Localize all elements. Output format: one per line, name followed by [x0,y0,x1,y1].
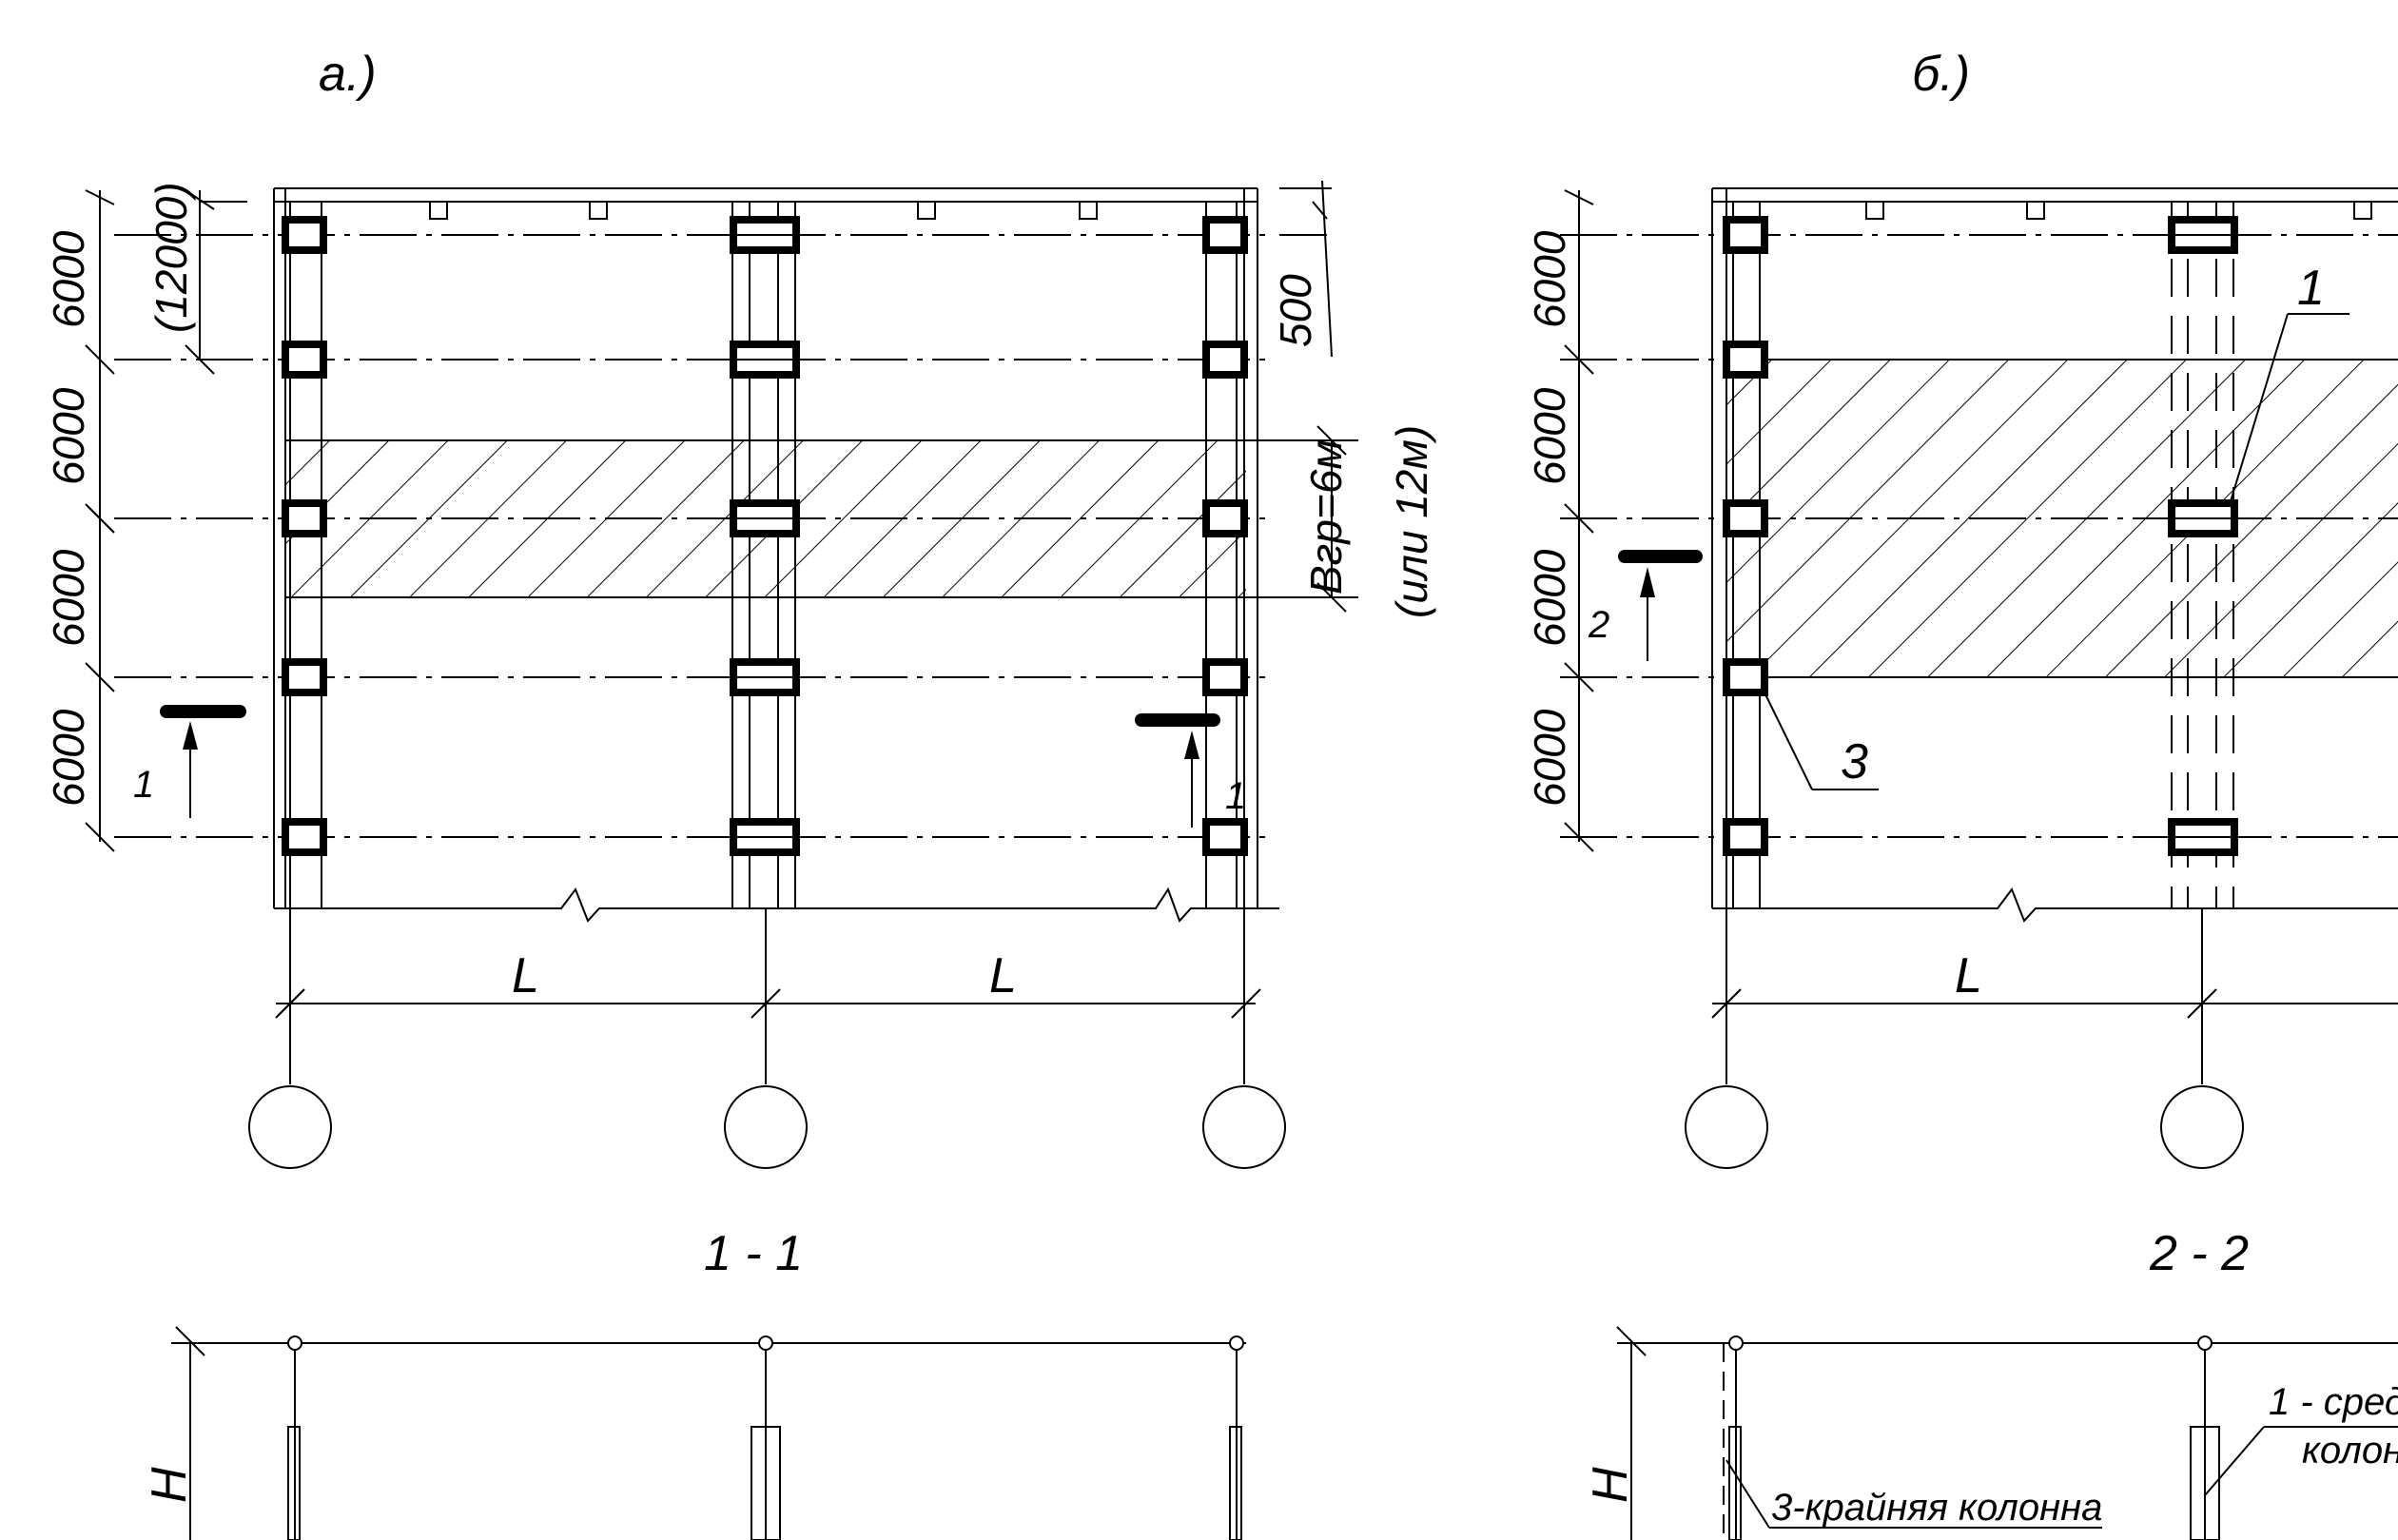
column-edge [1202,499,1248,537]
column-edge [282,341,327,379]
column-edge [1202,658,1248,696]
note-edge-column: 3-крайняя колонна [1771,1487,2102,1529]
note-middle-column-1: 1 - сред [2269,1381,2398,1423]
column-edge [282,499,327,537]
span-a-2: L [989,948,1017,1004]
column-edge [282,216,327,254]
column-edge [282,658,327,696]
section-mark-2 [1618,550,1703,661]
span-a-1: L [512,948,539,1004]
dim-b-4: 6000 [1525,709,1574,807]
dim-a-2: 6000 [44,387,93,485]
column-edge [1202,341,1248,379]
section-mark-1-right [1135,713,1220,828]
height-2: H [1583,1467,1638,1503]
dim-b-1: 6000 [1525,230,1574,328]
dim-a-3: 6000 [44,549,93,647]
section-1-1 [171,1326,1246,1540]
section-2-title: 2 - 2 [2149,1226,2249,1281]
dim-a-4: 6000 [44,709,93,807]
section-mark-1-left [160,705,246,818]
column-edge [1723,658,1768,696]
dim-b-2: 6000 [1525,387,1574,485]
dim-b-3: 6000 [1525,549,1574,647]
section-mark-label-b: 2 [1588,604,1609,646]
callout-3: 3 [1841,734,1868,789]
panel-b-title: б.) [1912,47,1970,102]
section-mark-label-a-left: 1 [133,764,154,806]
section-mark-label-a-right: 1 [1225,775,1246,817]
panel-a-title: а.) [319,47,377,102]
column-edge [1723,216,1768,254]
column-edge [1202,216,1248,254]
column-edge [282,818,327,856]
plan-a [85,180,1358,1169]
note-middle-column-2: колон [2302,1430,2398,1472]
dim-a-bgr: Вгр=6м [1301,439,1351,595]
span-b-1: L [1955,948,1982,1004]
dim-a-alt: (12000) [146,182,196,333]
dim-a-offset: 500 [1271,274,1320,347]
height-1: H [142,1467,197,1503]
column-edge [1723,341,1768,379]
callout-1: 1 [2297,261,2325,316]
section-2-2 [1616,1326,2398,1540]
section-1-title: 1 - 1 [704,1226,803,1281]
dim-a-bgr-alt: (или 12м) [1387,425,1436,618]
column-edge [1723,818,1768,856]
labels: а.) б.) 6000 6000 6000 6000 (12000) 500 … [44,47,2398,1529]
column-edge [1723,499,1768,537]
column-edge [1202,818,1248,856]
plan-b [1560,187,2398,1169]
dim-a-1: 6000 [44,230,93,328]
